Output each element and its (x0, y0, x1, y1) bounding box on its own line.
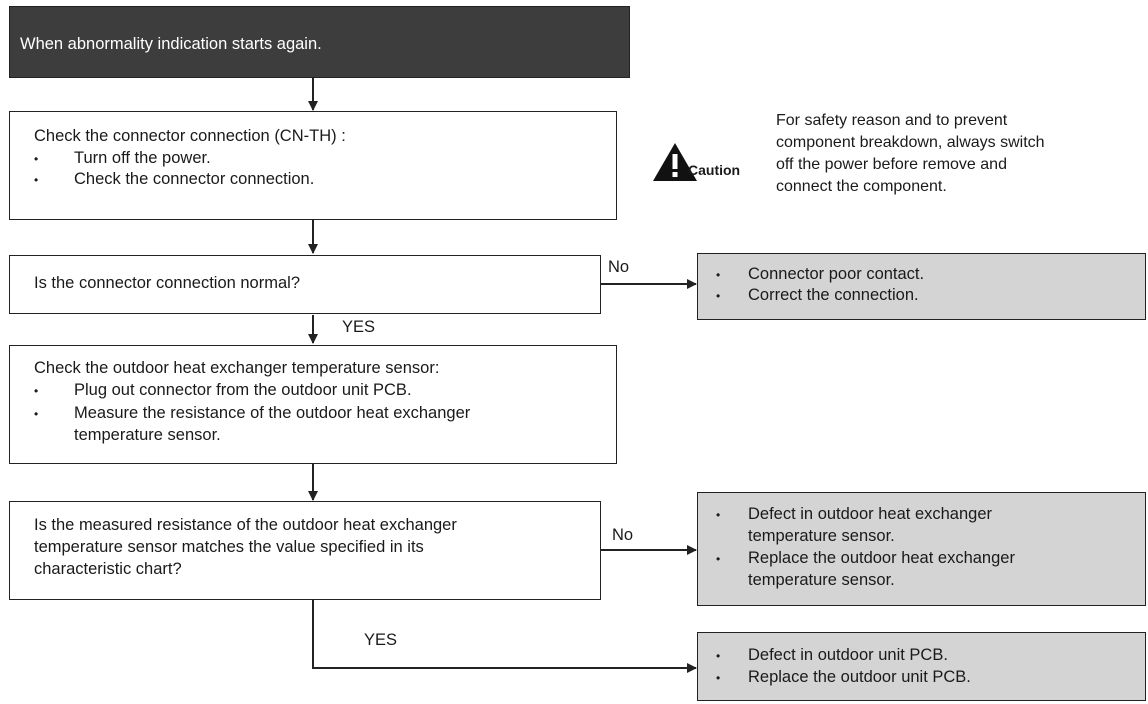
decision-sensor-line-3: characteristic chart? (34, 560, 182, 578)
bullet: • (716, 508, 721, 522)
bullet: • (716, 649, 721, 663)
start-box-text: When abnormality indication starts again… (20, 35, 322, 53)
bullet: • (716, 268, 721, 282)
arrow-sensor-decision-yes (312, 600, 697, 673)
check-sensor-step-2: Measure the resistance of the outdoor he… (74, 404, 471, 422)
result-sensor-line-2: Replace the outdoor heat exchanger (748, 549, 1015, 567)
result-connector-line-1: Connector poor contact. (748, 265, 925, 283)
decision-sensor-line-1: Is the measured resistance of the outdoo… (34, 516, 457, 534)
result-connector-line-2: Correct the connection. (748, 286, 919, 304)
result-pcb-box: • Defect in outdoor unit PCB. • Replace … (697, 632, 1146, 701)
warning-icon (653, 143, 697, 181)
bullet: • (34, 407, 39, 421)
caution-label: Caution (688, 162, 741, 178)
decision-sensor-line-2: temperature sensor matches the value spe… (34, 538, 424, 556)
result-sensor-box: • Defect in outdoor heat exchanger tempe… (697, 492, 1146, 606)
check-sensor-box: Check the outdoor heat exchanger tempera… (9, 345, 617, 464)
bullet: • (34, 173, 39, 187)
decision-sensor-box: Is the measured resistance of the outdoo… (9, 501, 601, 600)
decision-connector-text: Is the connector connection normal? (34, 274, 300, 292)
check-sensor-step-2-cont: temperature sensor. (74, 426, 221, 444)
check-connector-title: Check the connector connection (CN-TH) : (34, 127, 346, 145)
check-sensor-step-1: Plug out connector from the outdoor unit… (74, 381, 412, 399)
caution-note: Caution For safety reason and to prevent… (650, 108, 1140, 208)
start-box: When abnormality indication starts again… (9, 6, 630, 78)
bullet: • (716, 671, 721, 685)
caution-line-4: connect the component. (776, 178, 947, 195)
no-label-1: No (608, 258, 630, 276)
bullet: • (716, 552, 721, 566)
result-connector-box: • Connector poor contact. • Correct the … (697, 253, 1146, 320)
result-sensor-line-1-cont: temperature sensor. (748, 527, 895, 545)
bullet: • (34, 384, 39, 398)
result-sensor-line-2-cont: temperature sensor. (748, 571, 895, 589)
check-connector-step-2: Check the connector connection. (74, 170, 315, 188)
caution-line-1: For safety reason and to prevent (776, 112, 1008, 129)
yes-label-2: YES (364, 631, 398, 649)
no-label-2: No (612, 526, 634, 544)
result-pcb-line-2: Replace the outdoor unit PCB. (748, 668, 971, 686)
check-connector-box: Check the connector connection (CN-TH) :… (9, 111, 617, 220)
decision-connector-box: Is the connector connection normal? (9, 255, 601, 314)
check-sensor-title: Check the outdoor heat exchanger tempera… (34, 359, 440, 377)
result-sensor-line-1: Defect in outdoor heat exchanger (748, 505, 992, 523)
caution-line-2: component breakdown, always switch (776, 134, 1045, 151)
bullet: • (716, 289, 721, 303)
check-connector-step-1: Turn off the power. (74, 149, 211, 167)
bullet: • (34, 152, 39, 166)
result-pcb-line-1: Defect in outdoor unit PCB. (748, 646, 948, 664)
caution-line-3: off the power before remove and (776, 156, 1007, 173)
yes-label-1: YES (342, 318, 376, 336)
